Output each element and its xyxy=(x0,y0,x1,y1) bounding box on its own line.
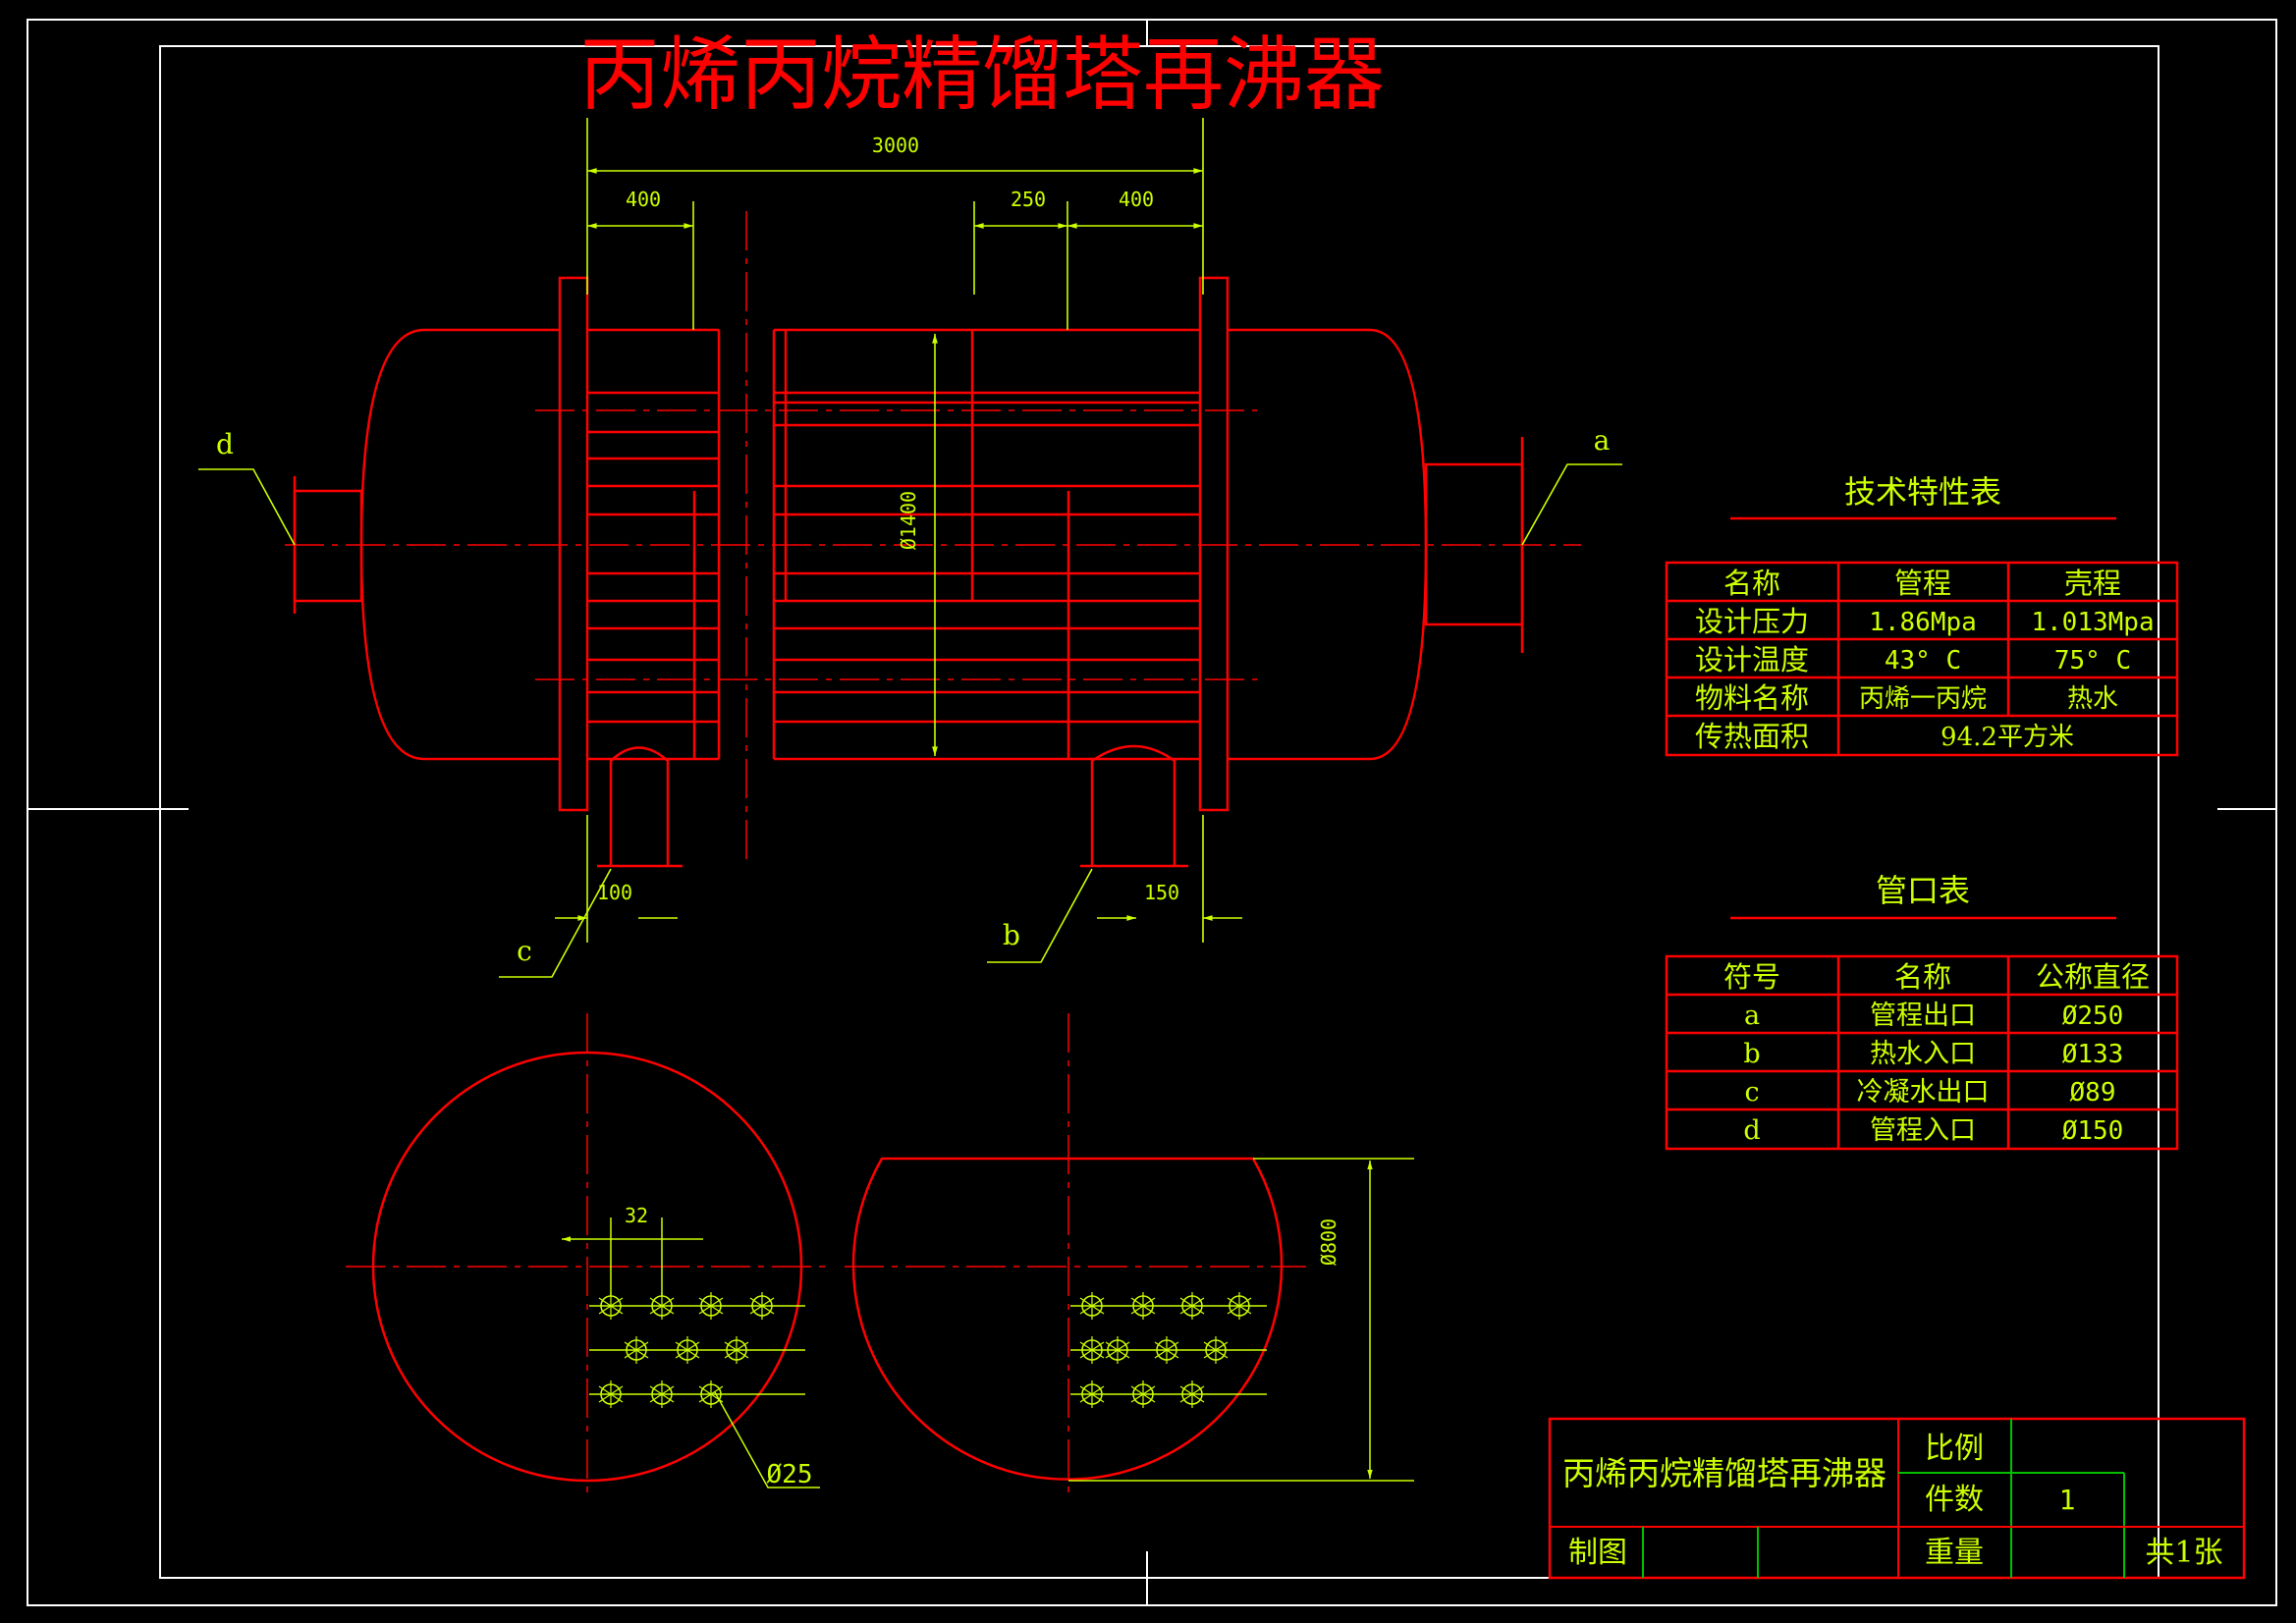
drawing-title: 丙烯丙烷精馏塔再沸器 xyxy=(579,28,1385,122)
nozzle-row-diameter: Ø89 xyxy=(2070,1078,2116,1108)
nozzle-header-symbol: 符号 xyxy=(1723,960,1780,994)
tube-mark xyxy=(649,1385,675,1403)
title-block-count-label: 件数 xyxy=(1925,1483,1984,1517)
title-block-weight-label: 重量 xyxy=(1925,1536,1984,1570)
tube-mark xyxy=(698,1385,724,1403)
nozzle-label-a: a xyxy=(1594,424,1611,457)
section-view-right xyxy=(845,1013,1414,1497)
dim-tube-diameter: Ø25 xyxy=(767,1460,813,1489)
nozzle-table xyxy=(1665,954,2179,1151)
tube-mark xyxy=(1130,1385,1156,1403)
dim-baffle-height: Ø800 xyxy=(1317,1218,1340,1266)
nozzle-label-d: d xyxy=(216,428,234,460)
tube-mark xyxy=(698,1297,724,1315)
nozzle-row-name: 冷凝水出口 xyxy=(1857,1077,1990,1108)
tech-row-tube: 丙烯一丙烷 xyxy=(1859,684,1987,714)
title-block-scale-label: 比例 xyxy=(1925,1432,1984,1466)
tech-row-value: 94.2平方米 xyxy=(1941,723,2074,752)
dim-right-gap: 250 xyxy=(1011,188,1046,211)
title-block-name: 丙烯丙烷精馏塔再沸器 xyxy=(1562,1454,1886,1492)
center-lines xyxy=(285,211,1581,864)
tube-bundle-right xyxy=(1079,1292,1252,1408)
nozzle-c xyxy=(609,746,670,866)
tube-mark xyxy=(1079,1385,1105,1403)
nozzle-row-diameter: Ø150 xyxy=(2062,1116,2124,1146)
nozzle-row-name: 管程出口 xyxy=(1870,1001,1976,1031)
tube-mark xyxy=(749,1297,775,1315)
tech-table-title: 技术特性表 xyxy=(1844,473,2001,511)
tube-mark xyxy=(624,1341,649,1359)
tube-mark xyxy=(1203,1341,1229,1359)
tube-mark xyxy=(1079,1341,1105,1359)
tube-mark xyxy=(1105,1341,1130,1359)
nozzle-row-name: 热水入口 xyxy=(1870,1039,1976,1069)
exchanger-elevation xyxy=(293,276,1524,868)
dim-left-offset: 400 xyxy=(626,188,661,211)
title-block-drawn-label: 制图 xyxy=(1568,1536,1627,1570)
tube-mark xyxy=(1130,1297,1156,1315)
tube-mark xyxy=(598,1297,624,1315)
nozzle-table-title: 管口表 xyxy=(1876,872,1970,909)
nozzle-label-c: c xyxy=(517,935,532,967)
nozzle-row-symbol: c xyxy=(1744,1077,1759,1108)
tube-mark xyxy=(724,1341,749,1359)
tech-row-label: 设计压力 xyxy=(1695,605,1809,638)
tech-table xyxy=(1665,561,2179,757)
tube-mark xyxy=(1227,1297,1252,1315)
tech-table-text: 名称 管程 壳程 设计压力 1.86Mpa 1.013Mpa 设计温度 43° … xyxy=(1695,567,2155,753)
tube-mark xyxy=(598,1385,624,1403)
nozzle-row-symbol: d xyxy=(1743,1115,1760,1146)
dim-total-length: 3000 xyxy=(872,134,919,157)
dim-shell-diameter: Ø1400 xyxy=(897,491,920,550)
title-block-sheets: 共1张 xyxy=(2145,1536,2222,1570)
nozzle-row-name: 管程入口 xyxy=(1870,1115,1976,1146)
nozzle-header-diameter: 公称直径 xyxy=(2036,960,2150,994)
dim-right-offset: 400 xyxy=(1119,188,1154,211)
nozzle-row-symbol: b xyxy=(1743,1039,1760,1069)
tube-mark xyxy=(675,1341,700,1359)
title-block xyxy=(1548,1417,2246,1580)
tech-row-shell: 热水 xyxy=(2067,684,2118,714)
tube-bundle-left xyxy=(598,1292,775,1408)
tech-header-shell: 壳程 xyxy=(2064,567,2121,600)
tech-row-tube: 1.86Mpa xyxy=(1869,608,1977,637)
nozzle-row-diameter: Ø133 xyxy=(2062,1040,2124,1069)
tube-mark xyxy=(649,1297,675,1315)
elevation-dimensions xyxy=(198,118,1622,978)
tech-row-label: 物料名称 xyxy=(1695,681,1809,715)
tech-row-label: 设计温度 xyxy=(1695,643,1809,676)
tube-mark xyxy=(1179,1297,1205,1315)
right-flange xyxy=(1198,276,1230,812)
left-flange xyxy=(558,276,589,812)
tube-mark xyxy=(1079,1297,1105,1315)
section-view-left xyxy=(346,1013,830,1497)
sheet-border xyxy=(27,19,2277,1606)
nozzle-table-text: 符号 名称 公称直径 a 管程出口 Ø250 b 热水入口 Ø133 c 冷凝水… xyxy=(1723,960,2150,1146)
nozzle-header-name: 名称 xyxy=(1894,960,1951,994)
nozzle-row-diameter: Ø250 xyxy=(2062,1001,2124,1031)
nozzle-b xyxy=(1090,744,1176,866)
tech-row-shell: 75° C xyxy=(2054,646,2131,676)
tube-mark xyxy=(1179,1385,1205,1403)
tech-header-tube: 管程 xyxy=(1894,567,1951,600)
dim-nozzle-b-offset: 150 xyxy=(1144,881,1179,904)
title-block-count-value: 1 xyxy=(2059,1484,2076,1516)
dim-nozzle-c-offset: 100 xyxy=(597,881,632,904)
nozzle-label-b: b xyxy=(1003,919,1020,951)
dim-tube-pitch: 32 xyxy=(625,1204,648,1227)
tech-row-label: 传热面积 xyxy=(1695,720,1809,753)
tube-mark xyxy=(1154,1341,1179,1359)
nozzle-d xyxy=(293,489,363,603)
tech-row-shell: 1.013Mpa xyxy=(2031,608,2154,637)
nozzle-row-symbol: a xyxy=(1744,1001,1760,1031)
tech-header-name: 名称 xyxy=(1723,567,1780,600)
tech-row-tube: 43° C xyxy=(1885,646,1961,676)
